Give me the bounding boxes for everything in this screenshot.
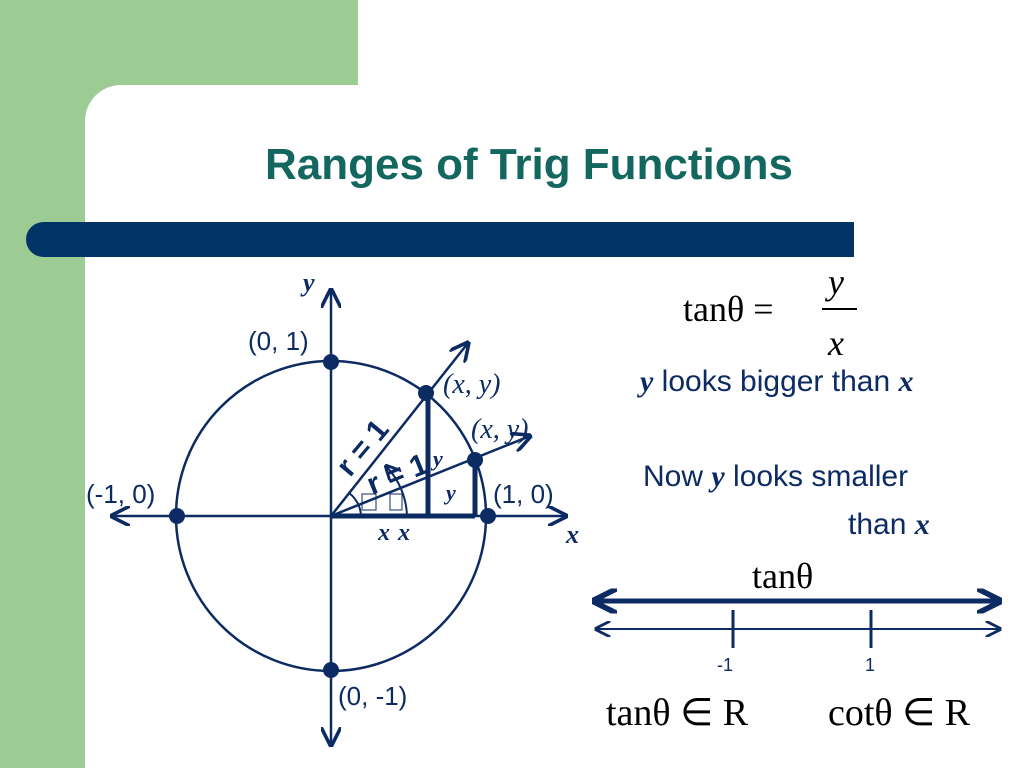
note-y-smaller-line2: than x [848, 508, 930, 542]
ray-upper [330, 343, 468, 517]
title-underline-bar [26, 222, 854, 257]
header-background [358, 0, 1024, 90]
x-axis-label: x [565, 520, 579, 549]
note-text: than [848, 508, 915, 541]
point-bottom-dot [323, 662, 339, 678]
leg-x-label-2: x [397, 520, 410, 546]
angle-arc-large [386, 466, 408, 517]
tick-neg1-label: -1 [717, 655, 733, 675]
point-right-dot [480, 508, 496, 524]
point-bottom-label: (0, -1) [338, 681, 407, 711]
theta-glyph-box [361, 493, 377, 511]
note-var-y: y [640, 365, 654, 398]
tick-pos1-label: 1 [865, 655, 875, 675]
note-var-x: x [914, 508, 930, 541]
note-y-bigger: y looks bigger than x [640, 365, 913, 399]
note-var-y: y [711, 460, 725, 493]
point-right-label: (1, 0) [493, 479, 554, 509]
cot-range: cotθ ∈ R [828, 692, 971, 734]
leg-x-label-1: x [377, 520, 390, 546]
y-axis-label: y [300, 268, 315, 297]
leg-y-lower-label: y [443, 480, 456, 505]
point-upper-dot [418, 385, 434, 401]
slide-title: Ranges of Trig Functions [264, 140, 794, 189]
point-left-dot [169, 508, 185, 524]
tan-formula-lhs: tanθ = [683, 289, 774, 329]
point-upper-label: (x, y) [443, 369, 501, 400]
note-text: Now [643, 460, 712, 493]
point-lower-dot [467, 452, 483, 468]
tan-formula-denominator: x [827, 323, 844, 363]
note-y-smaller-line1: Now y looks smaller [643, 460, 908, 494]
numberline-title: tanθ [752, 556, 813, 596]
angle-arc-small [348, 492, 362, 517]
point-top-dot [323, 354, 339, 370]
point-lower-label: (x, y) [471, 414, 529, 445]
note-text: looks smaller [724, 460, 909, 493]
tan-range: tanθ ∈ R [606, 692, 749, 734]
slide-panel [85, 85, 1024, 768]
theta-glyph-box [389, 493, 403, 511]
leg-y-upper-label: y [430, 446, 443, 471]
point-top-label: (0, 1) [248, 326, 309, 356]
note-text: looks bigger than [653, 365, 899, 398]
point-left-label: (-1, 0) [86, 479, 155, 509]
tan-formula-numerator: y [825, 262, 844, 302]
note-var-x: x [898, 365, 914, 398]
